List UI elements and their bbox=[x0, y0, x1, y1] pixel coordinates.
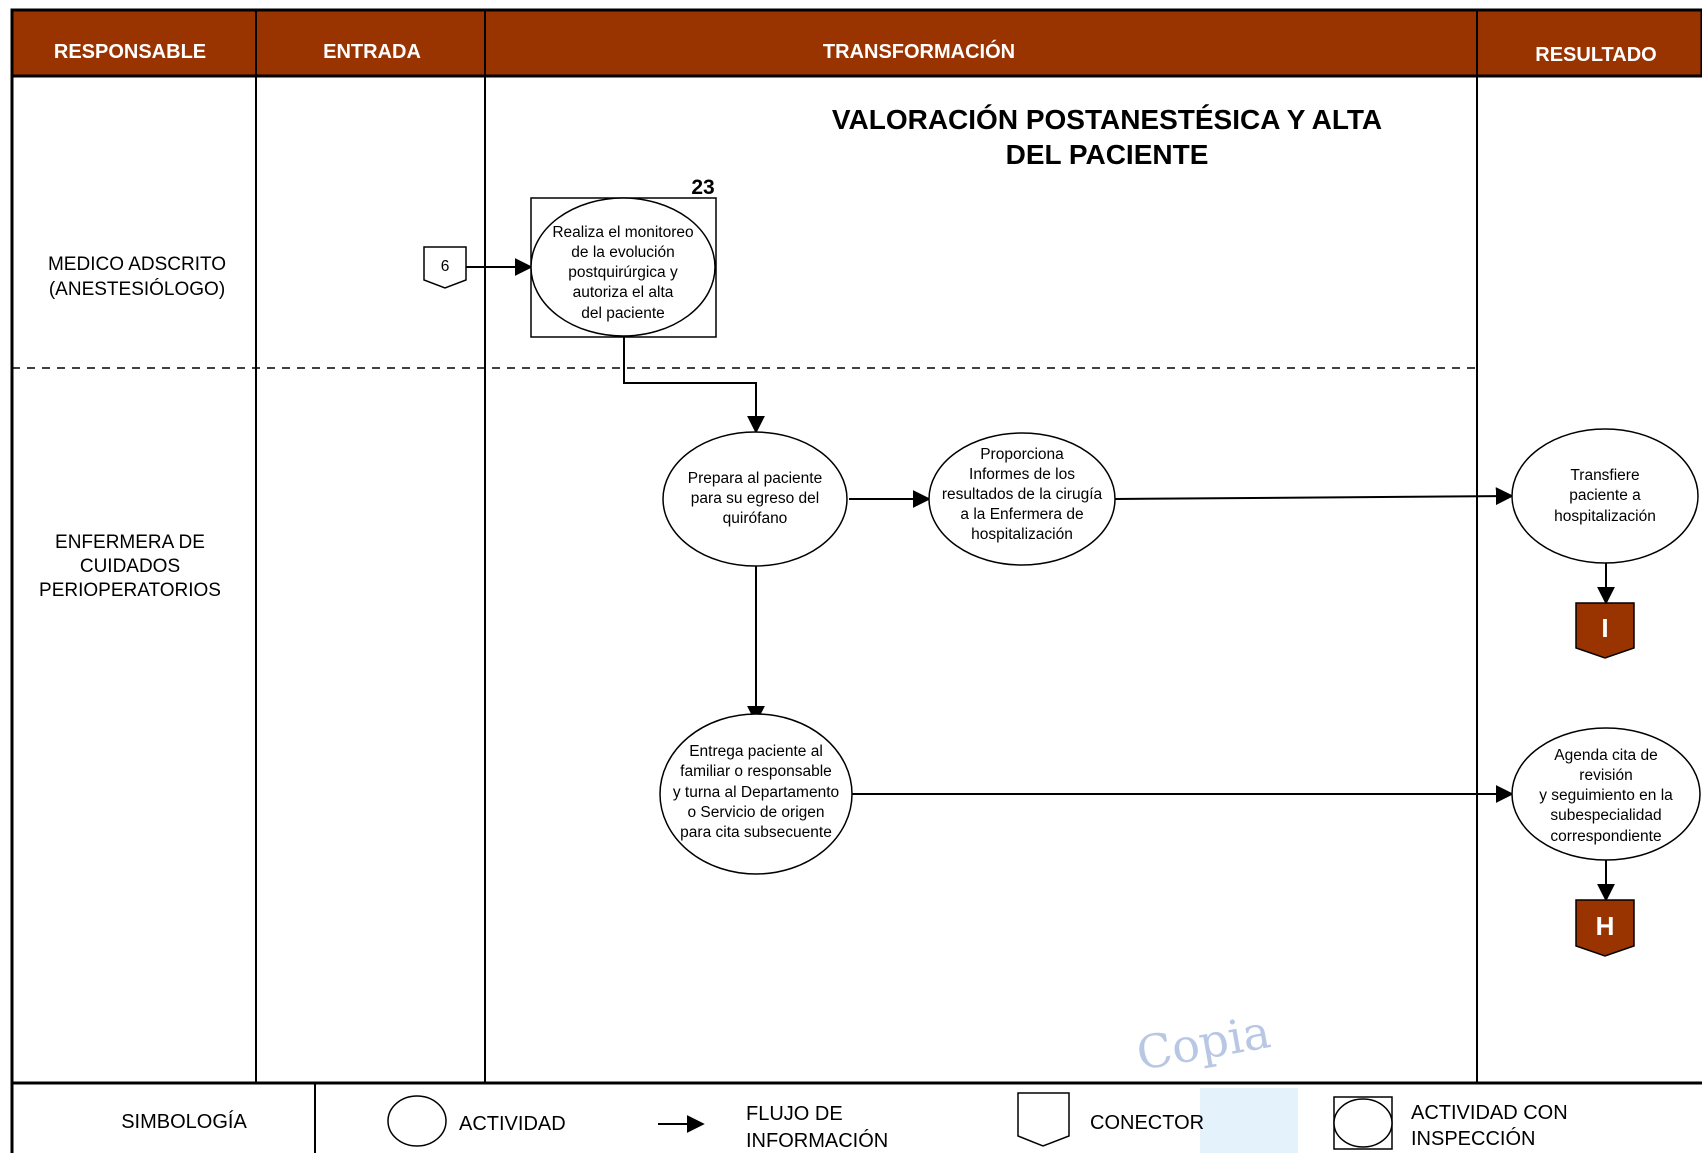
arrow-monitoreo-to-prepara bbox=[623, 337, 765, 434]
legend-activity-symbol bbox=[387, 1095, 447, 1147]
proporciona-line-2: Informes de los bbox=[969, 466, 1075, 483]
monitoreo-line-1: Realiza el monitoreo bbox=[552, 224, 693, 241]
header-resultado: RESULTADO bbox=[1535, 44, 1656, 66]
monitoreo-line-4: autoriza el alta bbox=[573, 284, 674, 301]
legend-actividad: ACTIVIDAD bbox=[459, 1113, 566, 1135]
legend-connector-symbol bbox=[1017, 1092, 1070, 1147]
connector-in-6: 6 bbox=[423, 246, 467, 289]
watermark-logo bbox=[1200, 1088, 1298, 1153]
activity-monitoreo: Realiza el monitoreo de la evolución pos… bbox=[530, 197, 717, 338]
flow-arrows bbox=[466, 258, 1615, 902]
lane-enfermera-line-1: ENFERMERA DE bbox=[55, 532, 205, 553]
transfiere-line-1: Transfiere bbox=[1570, 467, 1639, 484]
header-background bbox=[10, 8, 1702, 78]
entrega-line-4: o Servicio de origen bbox=[688, 804, 825, 821]
connector-i-label: I bbox=[1601, 613, 1608, 643]
connector-out-h: H bbox=[1575, 899, 1635, 957]
step-number: 23 bbox=[691, 176, 714, 199]
entrega-line-5: para cita subsecuente bbox=[680, 824, 832, 841]
lane-medico-line-1: MEDICO ADSCRITO bbox=[48, 254, 226, 275]
connector-shape bbox=[1575, 899, 1635, 957]
legend-title: SIMBOLOGÍA bbox=[121, 1110, 247, 1133]
agenda-line-3: y seguimiento en la bbox=[1539, 787, 1673, 804]
lane-enfermera-label: ENFERMERA DE CUIDADOS PERIOPERATORIOS bbox=[39, 532, 221, 601]
connector-shape bbox=[423, 246, 467, 289]
activity-ellipse bbox=[662, 431, 848, 567]
header-entrada: ENTRADA bbox=[323, 41, 421, 63]
proporciona-line-4: a la Enfermera de bbox=[960, 506, 1083, 523]
activity-proporciona: Proporciona Informes de los resultados d… bbox=[928, 432, 1116, 566]
proporciona-line-3: resultados de la cirugía bbox=[942, 486, 1103, 503]
activity-agenda: Agenda cita de revisión y seguimiento en… bbox=[1511, 727, 1701, 861]
prepara-line-1: Prepara al paciente bbox=[688, 470, 822, 487]
connector-h-label: H bbox=[1596, 911, 1615, 941]
entrega-line-3: y turna al Departamento bbox=[673, 784, 839, 801]
prepara-line-3: quirófano bbox=[723, 510, 788, 527]
agenda-line-1: Agenda cita de bbox=[1554, 747, 1657, 764]
connector-in-label: 6 bbox=[441, 258, 450, 275]
agenda-line-2: revisión bbox=[1579, 767, 1632, 784]
activity-ellipse bbox=[530, 197, 716, 337]
title-line-2: DEL PACIENTE bbox=[1006, 139, 1209, 170]
activity-transfiere: Transfiere paciente a hospitalización bbox=[1511, 428, 1699, 564]
activity-prepara: Prepara al paciente para su egreso del q… bbox=[662, 431, 848, 567]
activity-ellipse bbox=[1511, 428, 1699, 564]
transfiere-line-3: hospitalización bbox=[1554, 508, 1656, 525]
lane-medico-line-2: (ANESTESIÓLOGO) bbox=[49, 278, 225, 300]
grid-lines bbox=[10, 10, 1702, 1153]
legend-flujo-line-2: INFORMACIÓN bbox=[746, 1129, 888, 1152]
header-transformacion: TRANSFORMACIÓN bbox=[823, 39, 1015, 63]
activity-ellipse bbox=[928, 432, 1116, 566]
agenda-line-4: subespecialidad bbox=[1550, 807, 1661, 824]
legend-flujo-line-1: FLUJO DE bbox=[746, 1103, 843, 1125]
copy-watermark: Copia bbox=[1133, 1004, 1298, 1153]
monitoreo-line-2: de la evolución bbox=[571, 244, 674, 261]
lane-medico-label: MEDICO ADSCRITO (ANESTESIÓLOGO) bbox=[48, 254, 226, 300]
header-responsable: RESPONSABLE bbox=[54, 41, 206, 63]
monitoreo-line-5: del paciente bbox=[581, 305, 665, 322]
connector-out-i: I bbox=[1575, 602, 1635, 659]
prepara-line-2: para su egreso del bbox=[691, 490, 819, 507]
agenda-line-5: correspondiente bbox=[1550, 828, 1661, 845]
proporciona-line-5: hospitalización bbox=[971, 526, 1073, 543]
header-bar: RESPONSABLE ENTRADA TRANSFORMACIÓN RESUL… bbox=[10, 8, 1702, 78]
proporciona-line-1: Proporciona bbox=[980, 446, 1064, 463]
activity-entrega: Entrega paciente al familiar o responsab… bbox=[659, 713, 853, 875]
entrega-line-2: familiar o responsable bbox=[680, 763, 832, 780]
legend-conector: CONECTOR bbox=[1090, 1112, 1204, 1134]
transfiere-line-2: paciente a bbox=[1569, 487, 1641, 504]
legend: SIMBOLOGÍA ACTIVIDAD FLUJO DE INFORMACIÓ… bbox=[121, 1092, 1568, 1152]
title-line-1: VALORACIÓN POSTANESTÉSICA Y ALTA bbox=[832, 104, 1382, 135]
lane-enfermera-line-3: PERIOPERATORIOS bbox=[39, 580, 221, 601]
activity-ellipse bbox=[1511, 727, 1701, 861]
activity-ellipse bbox=[659, 713, 853, 875]
legend-inspeccion-line-2: INSPECCIÓN bbox=[1411, 1127, 1535, 1150]
connector-shape bbox=[1575, 602, 1635, 659]
lane-enfermera-line-2: CUIDADOS bbox=[80, 556, 180, 577]
legend-inspection-ellipse bbox=[1333, 1098, 1393, 1148]
legend-inspeccion-line-1: ACTIVIDAD CON bbox=[1411, 1102, 1568, 1124]
monitoreo-line-3: postquirúrgica y bbox=[568, 264, 678, 281]
watermark-text: Copia bbox=[1133, 1004, 1275, 1081]
entrega-line-1: Entrega paciente al bbox=[689, 743, 823, 760]
arrow-proporciona-to-transfiere bbox=[1114, 487, 1514, 506]
diagram-title: VALORACIÓN POSTANESTÉSICA Y ALTA DEL PAC… bbox=[832, 104, 1382, 170]
